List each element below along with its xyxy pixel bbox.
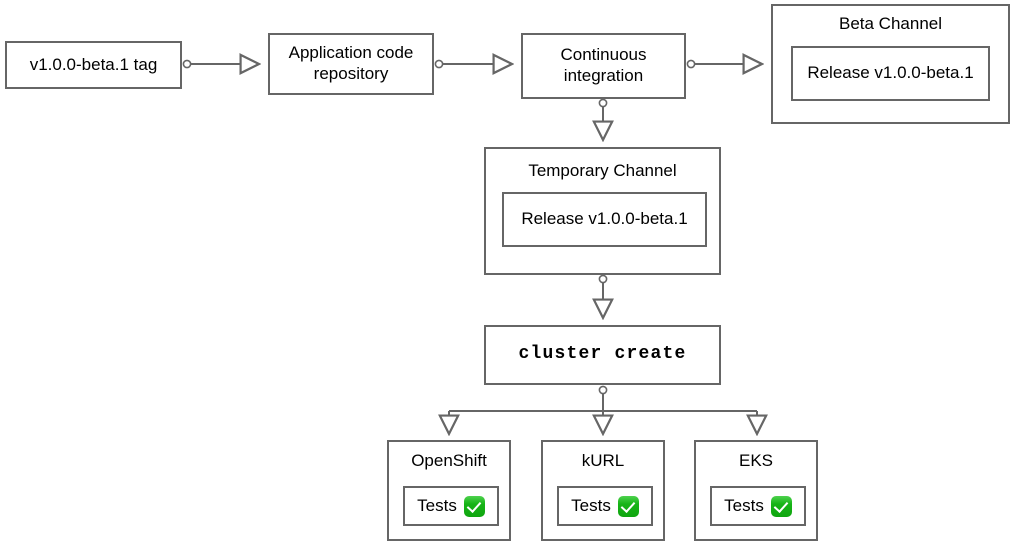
node-openshift-tests[interactable]: Tests: [403, 486, 499, 526]
node-eks[interactable]: EKS Tests: [694, 440, 818, 541]
node-kurl-title: kURL: [581, 451, 625, 470]
node-kurl[interactable]: kURL Tests: [541, 440, 665, 541]
edge-ci-to-beta-channel: [686, 60, 761, 67]
edge-cluster-create-to-platforms: [449, 385, 757, 433]
node-openshift-title: OpenShift: [411, 451, 487, 470]
edge-ci-to-temporary-channel: [599, 98, 606, 139]
node-beta-channel-title: Beta Channel: [838, 14, 943, 33]
node-application-code-repository-label: Application code repository: [288, 43, 414, 83]
node-openshift-tests-label: Tests: [417, 495, 457, 515]
node-application-code-repository[interactable]: Application code repository: [268, 33, 434, 95]
check-mark-button-icon: [617, 495, 639, 517]
check-mark-button-icon: [770, 495, 792, 517]
node-kurl-tests-label: Tests: [571, 495, 611, 515]
node-temporary-channel-release-label: Release v1.0.0-beta.1: [521, 209, 688, 229]
node-continuous-integration-label: Continuous integration: [560, 45, 647, 85]
node-beta-channel-release-label: Release v1.0.0-beta.1: [807, 63, 974, 83]
node-eks-tests-label: Tests: [724, 495, 764, 515]
node-eks-title: EKS: [738, 451, 774, 470]
edge-temporary-channel-to-cluster-create: [599, 274, 606, 317]
node-cluster-create-command-label: cluster create: [518, 344, 687, 365]
node-version-tag[interactable]: v1.0.0-beta.1 tag: [5, 41, 182, 89]
node-beta-channel-release[interactable]: Release v1.0.0-beta.1: [791, 46, 990, 101]
node-version-tag-label: v1.0.0-beta.1 tag: [29, 54, 158, 74]
node-temporary-channel[interactable]: Temporary Channel Release v1.0.0-beta.1: [484, 147, 721, 275]
node-beta-channel[interactable]: Beta Channel Release v1.0.0-beta.1: [771, 4, 1010, 124]
node-temporary-channel-release[interactable]: Release v1.0.0-beta.1: [502, 192, 707, 247]
node-temporary-channel-title: Temporary Channel: [528, 161, 677, 180]
check-mark-button-icon: [463, 495, 485, 517]
node-cluster-create-command[interactable]: cluster create: [484, 325, 721, 385]
node-eks-tests[interactable]: Tests: [710, 486, 806, 526]
node-kurl-tests[interactable]: Tests: [557, 486, 653, 526]
edge-tag-to-repo: [182, 60, 258, 67]
edge-repo-to-ci: [434, 60, 511, 67]
node-continuous-integration[interactable]: Continuous integration: [521, 33, 686, 99]
node-openshift[interactable]: OpenShift Tests: [387, 440, 511, 541]
